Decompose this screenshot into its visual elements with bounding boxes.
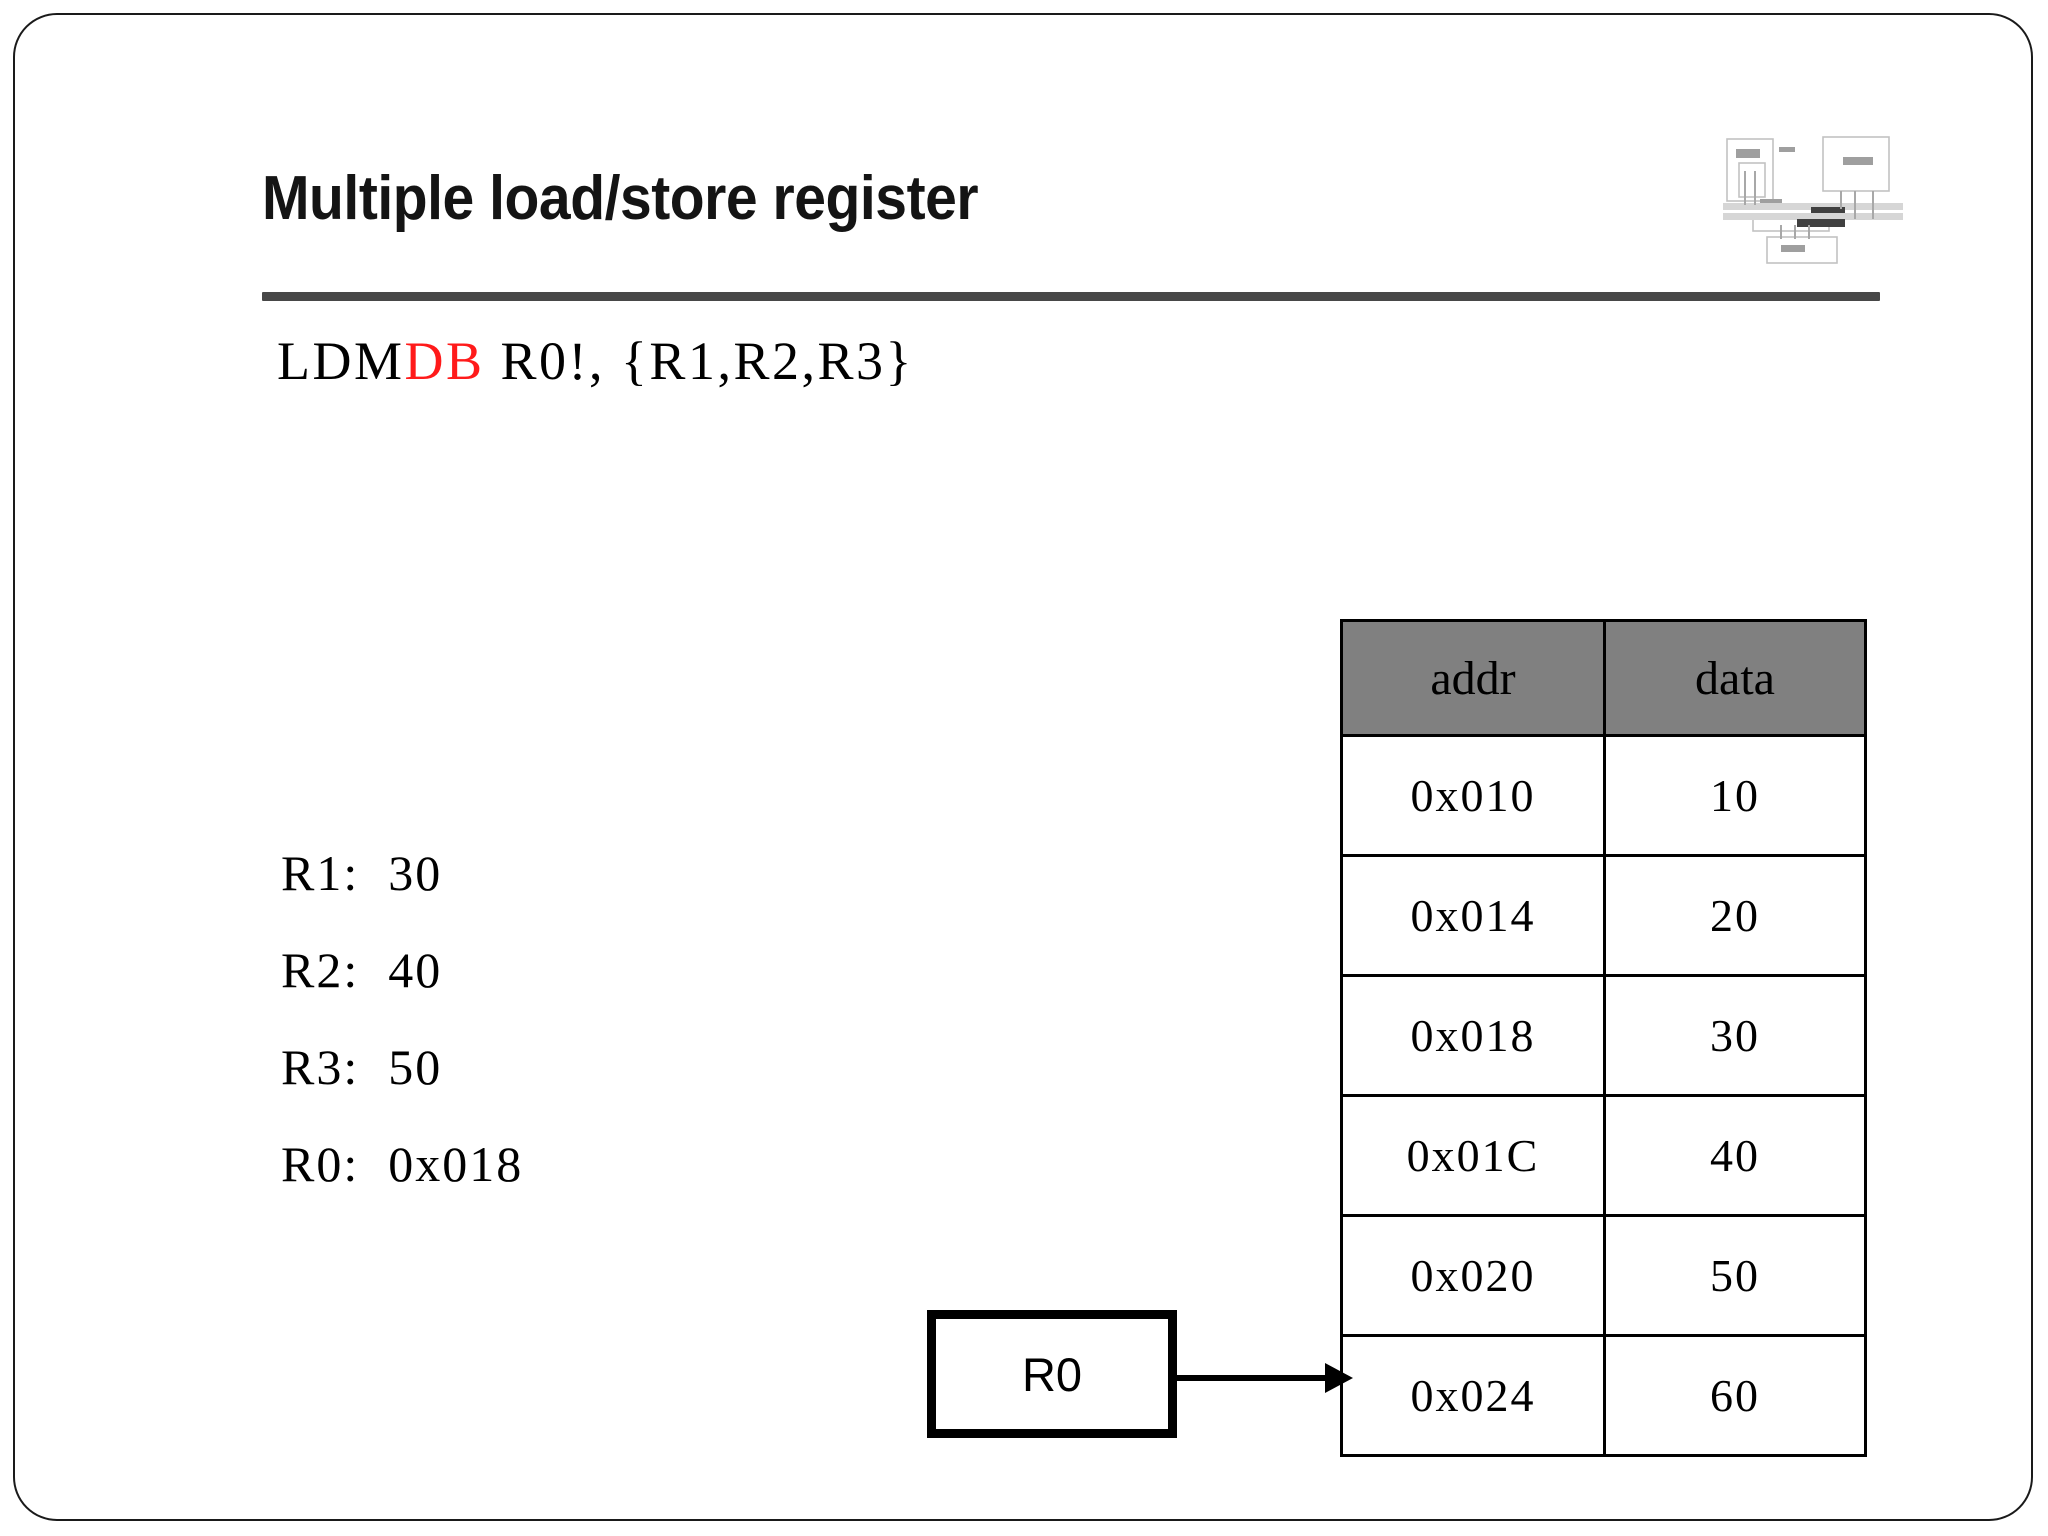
memory-table: addr data 0x010 10 0x014 20 0x018 30 0x0… (1340, 619, 1867, 1457)
cell-addr: 0x014 (1340, 854, 1606, 977)
block-diagram-logo (1723, 133, 1903, 265)
cell-addr: 0x01C (1340, 1094, 1606, 1217)
page-title: Multiple load/store register (262, 164, 979, 233)
instruction-highlight: DB (404, 331, 485, 391)
register-value-list: R1: 30 R2: 40 R3: 50 R0: 0x018 (281, 825, 523, 1213)
right-arrow-icon (1175, 1353, 1355, 1403)
register-value: 40 (388, 942, 443, 998)
slide-frame: Multiple load/store register (13, 13, 2033, 1521)
column-header-addr: addr (1340, 619, 1606, 737)
register-value: 50 (388, 1039, 443, 1095)
register-row: R2: 40 (281, 922, 523, 1019)
cell-addr: 0x018 (1340, 974, 1606, 1097)
table-row: 0x014 20 (1340, 854, 1867, 977)
register-row: R0: 0x018 (281, 1116, 523, 1213)
r0-pointer-label: R0 (1021, 1347, 1083, 1401)
instruction-code: LDMDB R0!, {R1,R2,R3} (277, 330, 914, 392)
register-value: 30 (388, 845, 443, 901)
cell-data: 30 (1603, 974, 1867, 1097)
register-name: R1: (281, 845, 360, 901)
column-header-data: data (1603, 619, 1867, 737)
table-row: 0x018 30 (1340, 974, 1867, 1097)
register-row: R3: 50 (281, 1019, 523, 1116)
register-row: R1: 30 (281, 825, 523, 922)
cell-data: 20 (1603, 854, 1867, 977)
instruction-prefix: LDM (277, 331, 405, 391)
cell-data: 10 (1603, 734, 1867, 857)
cell-addr: 0x010 (1340, 734, 1606, 857)
cell-addr: 0x024 (1340, 1334, 1606, 1457)
register-value: 0x018 (388, 1136, 524, 1192)
title-divider (262, 292, 1880, 301)
table-row: 0x024 60 (1340, 1334, 1867, 1457)
table-row: 0x010 10 (1340, 734, 1867, 857)
cell-data: 50 (1603, 1214, 1867, 1337)
cell-data: 60 (1603, 1334, 1867, 1457)
table-row: 0x020 50 (1340, 1214, 1867, 1337)
register-name: R2: (281, 942, 360, 998)
register-name: R0: (281, 1136, 360, 1192)
r0-pointer-box: R0 (927, 1310, 1177, 1438)
cell-addr: 0x020 (1340, 1214, 1606, 1337)
register-name: R3: (281, 1039, 360, 1095)
cell-data: 40 (1603, 1094, 1867, 1217)
table-row: 0x01C 40 (1340, 1094, 1867, 1217)
instruction-suffix: R0!, {R1,R2,R3} (484, 331, 914, 391)
memory-table-header-row: addr data (1340, 619, 1867, 737)
